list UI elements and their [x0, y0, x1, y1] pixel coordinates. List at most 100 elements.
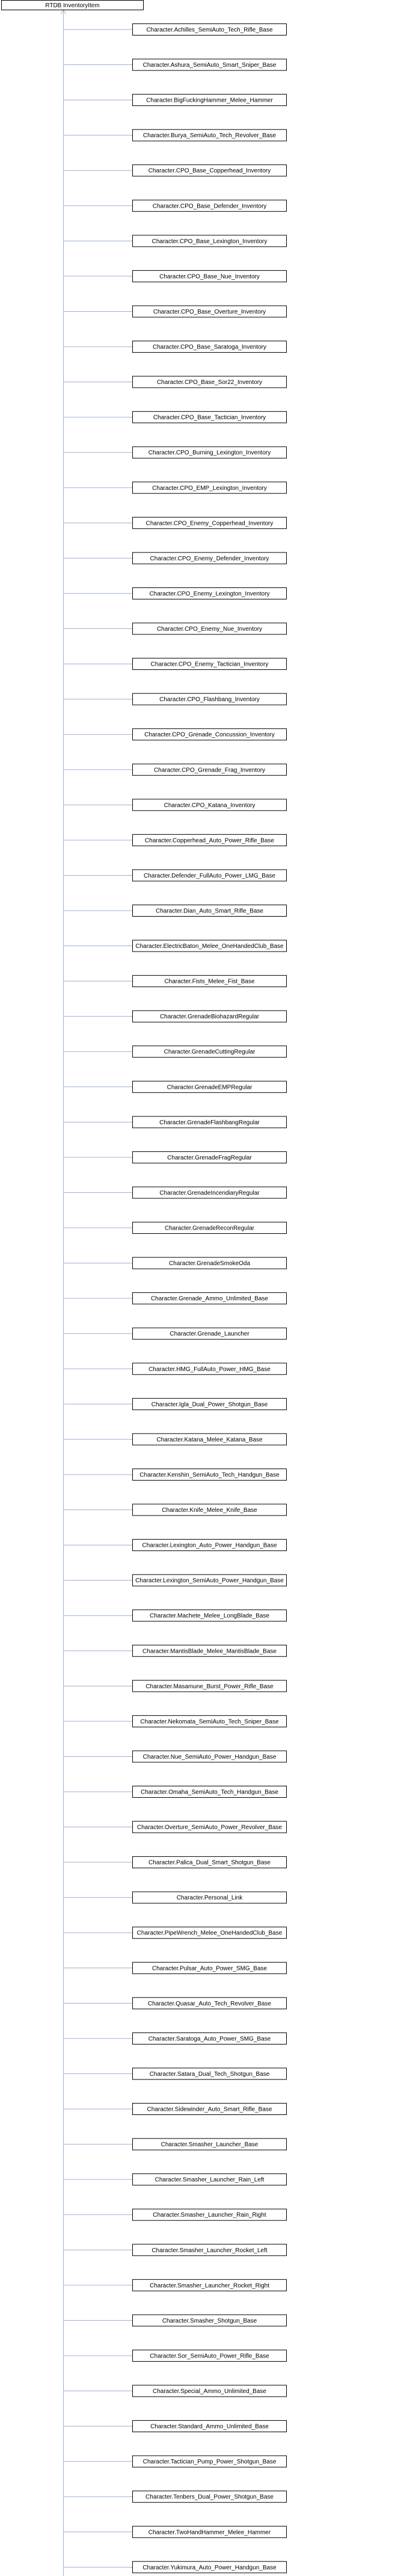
child-node[interactable]: Character.Grenade_Launcher: [132, 1327, 287, 1340]
child-node[interactable]: Character.CPO_EMP_Lexington_Inventory: [132, 481, 287, 494]
child-node-box: [132, 1327, 287, 1340]
child-node[interactable]: Character.Personal_Link: [132, 1891, 287, 1904]
child-node-label: Character.Omaha_SemiAuto_Tech_Handgun_Ba…: [141, 1789, 278, 1796]
child-node-label: Character.Dian_Auto_Smart_Rifle_Base: [156, 908, 263, 915]
child-node[interactable]: Character.Lexington_Auto_Power_Handgun_B…: [132, 1539, 287, 1552]
child-node[interactable]: Character.Ashura_SemiAuto_Smart_Sniper_B…: [132, 58, 287, 71]
child-node[interactable]: Character.GrenadeFlashbangRegular: [132, 1116, 287, 1129]
child-node[interactable]: Character.Smasher_Launcher_Rocket_Right: [132, 2279, 287, 2291]
child-node[interactable]: Character.CPO_Base_Lexington_Inventory: [132, 235, 287, 247]
child-node-label: Character.Yukimura_Auto_Power_Handgun_Ba…: [142, 2565, 277, 2571]
child-node-box: [132, 587, 287, 599]
child-node[interactable]: Character.Katana_Melee_Katana_Base: [132, 1433, 287, 1446]
child-node[interactable]: Character.Yukimura_Auto_Power_Handgun_Ba…: [132, 2561, 287, 2574]
child-node[interactable]: Character.CPO_Base_Defender_Inventory: [132, 199, 287, 212]
child-node[interactable]: Character.Dian_Auto_Smart_Rifle_Base: [132, 905, 287, 917]
child-node-label: Character.Machete_Melee_LongBlade_Base: [150, 1613, 269, 1620]
child-node[interactable]: Character.Smasher_Launcher_Rain_Right: [132, 2208, 287, 2221]
child-node[interactable]: Character.Palica_Dual_Smart_Shotgun_Base: [132, 1856, 287, 1869]
child-node[interactable]: Character.HMG_FullAuto_Power_HMG_Base: [132, 1363, 287, 1375]
child-node[interactable]: Character.Defender_FullAuto_Power_LMG_Ba…: [132, 869, 287, 882]
child-node-label: Character.Ashura_SemiAuto_Smart_Sniper_B…: [143, 62, 277, 69]
child-node[interactable]: Character.GrenadeIncendiaryRegular: [132, 1186, 287, 1199]
child-node[interactable]: Character.BigFuckingHammer_Melee_Hammer: [132, 94, 287, 107]
child-node-box: [132, 2067, 287, 2080]
child-node[interactable]: Character.GrenadeReconRegular: [132, 1222, 287, 1234]
child-node[interactable]: Character.GrenadeSmokeOda: [132, 1257, 287, 1269]
child-node[interactable]: Character.Sor_SemiAuto_Power_Rifle_Base: [132, 2349, 287, 2362]
child-node[interactable]: Character.Overture_SemiAuto_Power_Revolv…: [132, 1821, 287, 1833]
child-node[interactable]: Character.Nue_SemiAuto_Power_Handgun_Bas…: [132, 1750, 287, 1763]
child-node[interactable]: Character.Copperhead_Auto_Power_Rifle_Ba…: [132, 834, 287, 846]
child-node[interactable]: Character.GrenadeEMPRegular: [132, 1080, 287, 1093]
child-node-label: Character.Smasher_Launcher_Rain_Right: [153, 2212, 266, 2218]
child-node[interactable]: Character.CPO_Grenade_Concussion_Invento…: [132, 728, 287, 741]
child-node[interactable]: Character.TwoHandHammer_Melee_Hammer: [132, 2525, 287, 2538]
child-node-box: [132, 2420, 287, 2433]
child-node[interactable]: Character.CPO_Flashbang_Inventory: [132, 693, 287, 705]
child-node[interactable]: Character.Pulsar_Auto_Power_SMG_Base: [132, 1961, 287, 1974]
root-node[interactable]: RTDB InventoryItem: [1, 0, 144, 10]
child-node-label: Character.CPO_Enemy_Lexington_Inventory: [149, 590, 269, 597]
child-node[interactable]: Character.GrenadeFragRegular: [132, 1151, 287, 1163]
child-node[interactable]: Character.Nekomata_SemiAuto_Tech_Sniper_…: [132, 1715, 287, 1727]
child-node[interactable]: Character.Machete_Melee_LongBlade_Base: [132, 1609, 287, 1622]
child-node[interactable]: Character.Smasher_Launcher_Rain_Left: [132, 2173, 287, 2186]
child-node[interactable]: Character.CPO_Enemy_Lexington_Inventory: [132, 587, 287, 599]
child-node[interactable]: Character.CPO_Katana_Inventory: [132, 799, 287, 811]
child-node[interactable]: Character.CPO_Base_Saratoga_Inventory: [132, 341, 287, 353]
child-node[interactable]: Character.Lexington_SemiAuto_Power_Handg…: [132, 1574, 287, 1587]
child-node[interactable]: Character.Smasher_Launcher_Rocket_Left: [132, 2244, 287, 2256]
child-node[interactable]: Character.Tactician_Pump_Power_Shotgun_B…: [132, 2455, 287, 2468]
child-node-box: [132, 1186, 287, 1199]
child-node[interactable]: Character.Smasher_Launcher_Base: [132, 2138, 287, 2150]
child-node[interactable]: Character.CPO_Enemy_Nue_Inventory: [132, 622, 287, 635]
child-node[interactable]: Character.GrenadeCuttingRegular: [132, 1045, 287, 1058]
child-node-box: [132, 164, 287, 177]
child-node[interactable]: Character.CPO_Base_Copperhead_Inventory: [132, 164, 287, 177]
child-node-label: Character.Quasar_Auto_Tech_Revolver_Base: [148, 2001, 272, 2007]
child-node[interactable]: Character.Omaha_SemiAuto_Tech_Handgun_Ba…: [132, 1786, 287, 1798]
child-node[interactable]: Character.Sidewinder_Auto_Smart_Rifle_Ba…: [132, 2103, 287, 2116]
child-node[interactable]: Character.Knife_Melee_Knife_Base: [132, 1503, 287, 1516]
child-node[interactable]: Character.Burya_SemiAuto_Tech_Revolver_B…: [132, 129, 287, 141]
child-node[interactable]: Character.CPO_Grenade_Frag_Inventory: [132, 763, 287, 776]
child-node[interactable]: Character.ElectricBaton_Melee_OneHandedC…: [132, 940, 287, 952]
child-node-label: Character.GrenadeCuttingRegular: [164, 1049, 256, 1056]
child-node-box: [132, 1961, 287, 1974]
child-node[interactable]: Character.Smasher_Shotgun_Base: [132, 2314, 287, 2327]
child-node[interactable]: Character.Tenbers_Dual_Power_Shotgun_Bas…: [132, 2491, 287, 2503]
child-node[interactable]: Character.Special_Ammo_Unlimited_Base: [132, 2385, 287, 2397]
child-node[interactable]: Character.Grenade_Ammo_Unlimited_Base: [132, 1292, 287, 1305]
child-node-label: Character.Smasher_Launcher_Rocket_Right: [150, 2282, 269, 2289]
child-node[interactable]: Character.Saratoga_Auto_Power_SMG_Base: [132, 2032, 287, 2045]
child-node[interactable]: Character.CPO_Burning_Lexington_Inventor…: [132, 446, 287, 459]
child-node[interactable]: Character.CPO_Enemy_Defender_Inventory: [132, 552, 287, 565]
child-node[interactable]: Character.Standard_Ammo_Unlimited_Base: [132, 2420, 287, 2433]
child-node[interactable]: Character.Quasar_Auto_Tech_Revolver_Base: [132, 1997, 287, 2010]
child-node[interactable]: Character.Igla_Dual_Power_Shotgun_Base: [132, 1398, 287, 1410]
child-node[interactable]: Character.CPO_Base_Sor22_Inventory: [132, 376, 287, 388]
child-node[interactable]: Character.Kenshin_SemiAuto_Tech_Handgun_…: [132, 1468, 287, 1481]
child-node[interactable]: Character.CPO_Enemy_Tactician_Inventory: [132, 658, 287, 670]
child-node[interactable]: Character.CPO_Base_Tactician_Inventory: [132, 411, 287, 424]
child-node[interactable]: Character.Masamune_Burst_Power_Rifle_Bas…: [132, 1680, 287, 1692]
child-node-label: Character.GrenadeEMPRegular: [167, 1084, 253, 1091]
child-node[interactable]: Character.CPO_Base_Overture_Inventory: [132, 305, 287, 318]
child-node[interactable]: Character.PipeWrench_Melee_OneHandedClub…: [132, 1927, 287, 1939]
child-node[interactable]: Character.MantisBlade_Melee_MantisBlade_…: [132, 1644, 287, 1657]
child-node-box: [132, 199, 287, 212]
child-node[interactable]: Character.Satara_Dual_Tech_Shotgun_Base: [132, 2067, 287, 2080]
child-node[interactable]: Character.GrenadeBiohazardRegular: [132, 1010, 287, 1023]
child-nodes: Character.Achilles_SemiAuto_Tech_Rifle_B…: [132, 23, 287, 2574]
child-node[interactable]: Character.CPO_Enemy_Copperhead_Inventory: [132, 516, 287, 529]
child-node[interactable]: Character.Fists_Melee_Fist_Base: [132, 975, 287, 988]
child-node-label: Character.CPO_Base_Sor22_Inventory: [157, 379, 262, 386]
child-node-box: [132, 1010, 287, 1023]
child-node-box: [132, 1750, 287, 1763]
child-node-box: [132, 658, 287, 670]
child-node-label: Character.CPO_Grenade_Frag_Inventory: [154, 767, 265, 773]
child-node-label: Character.CPO_Enemy_Copperhead_Inventory: [146, 520, 274, 527]
child-node[interactable]: Character.Achilles_SemiAuto_Tech_Rifle_B…: [132, 23, 287, 36]
child-node[interactable]: Character.CPO_Base_Nue_Inventory: [132, 270, 287, 282]
